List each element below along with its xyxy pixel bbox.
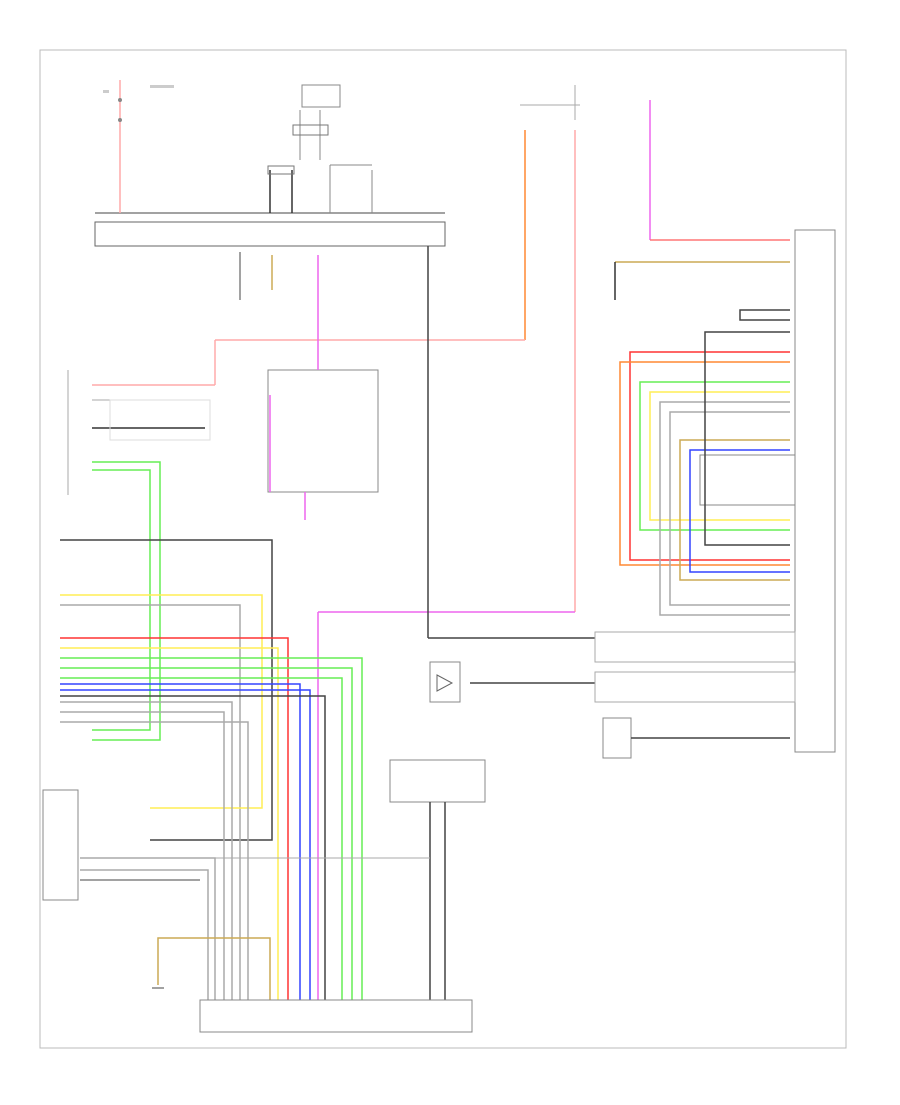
right-harness (619, 309, 790, 616)
fuse-feed-left (103, 80, 174, 213)
gateway-module (594, 229, 836, 753)
diagram-frame (39, 49, 847, 1049)
radio-switch (150, 759, 486, 1000)
antenna-symbol (429, 661, 461, 703)
sensor-symbol (602, 717, 790, 759)
audio-unit-connector (199, 999, 473, 1033)
tan-ground-wire (157, 937, 271, 1000)
amplifier-connector (42, 789, 216, 1000)
relay-top-center (267, 84, 373, 213)
center-module (239, 252, 379, 520)
left-connector (67, 370, 211, 495)
fuse-feed-right (92, 85, 790, 1000)
junction-block-bus (94, 221, 446, 247)
left-green-loop (92, 461, 161, 741)
left-lower-harness (60, 539, 363, 1000)
